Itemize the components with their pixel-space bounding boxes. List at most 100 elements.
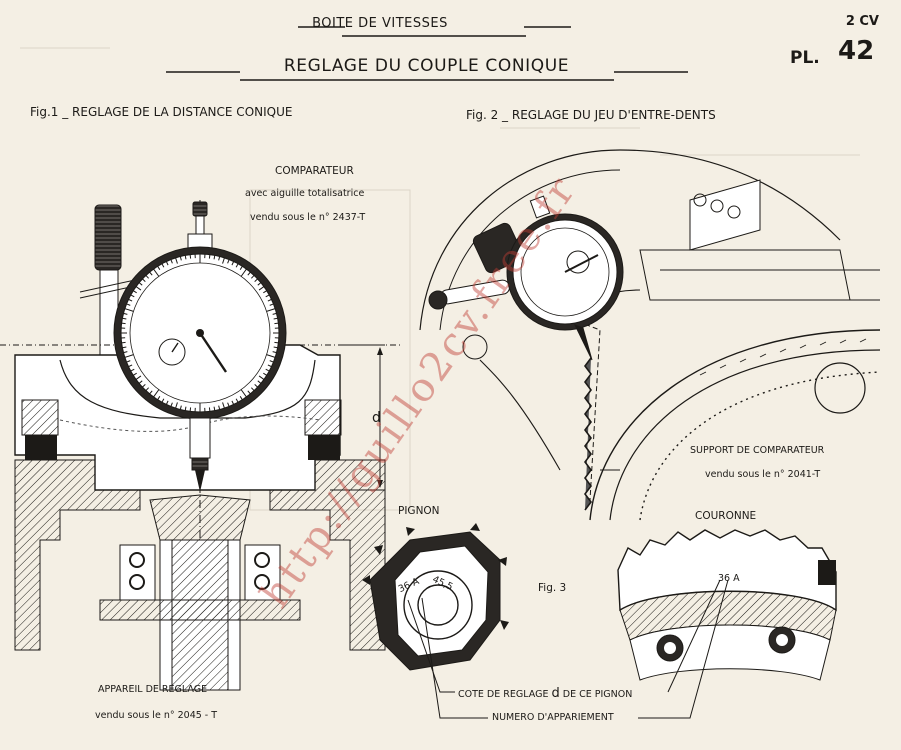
dial-tick (133, 372, 137, 376)
dial-tick (122, 346, 127, 349)
dial-tick (126, 303, 131, 306)
dial-tick (254, 278, 258, 283)
dial-tick (273, 346, 278, 349)
dial-tick (153, 389, 160, 398)
appareil-label: APPAREIL DE REGLAGE (98, 684, 208, 695)
dial-tick (179, 256, 182, 261)
dial-tick (208, 254, 211, 259)
dial-tick (124, 354, 134, 358)
comparateur-label: COMPARATEUR (275, 165, 354, 177)
dial-tick (184, 406, 187, 411)
cote-suffix: DE CE PIGNON (562, 689, 633, 700)
dial-tick (231, 400, 235, 405)
dial-tick (175, 402, 178, 409)
dial-tick (222, 402, 225, 409)
fig1-drawing (0, 200, 400, 691)
pignon-label: PIGNON (398, 505, 440, 517)
dial-tick (266, 308, 276, 312)
dial-tick (269, 303, 274, 306)
vehicle-model: 2 CV (845, 14, 879, 29)
dial-tick (161, 263, 165, 268)
dial-tick (189, 254, 192, 259)
dial-tick (145, 387, 150, 391)
dial-tick (124, 308, 134, 312)
dial-tick (175, 257, 178, 264)
dial-tick (128, 364, 133, 368)
dial-tick (138, 282, 143, 286)
dial-tick (250, 275, 255, 279)
cote-text: COTE DE REGLAGE (458, 689, 549, 700)
section-title: BOITE DE VITESSES (312, 16, 448, 31)
dial-tick (240, 389, 247, 398)
dial-tick (222, 257, 225, 264)
dial-tick (235, 398, 239, 403)
dial-tick (149, 390, 153, 395)
dial-tick (133, 290, 137, 294)
fig3-title: Fig. 3 (538, 582, 567, 594)
dial-tick (274, 341, 279, 344)
cote-d: d (551, 686, 560, 701)
dial-tick (157, 396, 161, 400)
dial-tick (149, 271, 153, 276)
dial-tick (121, 322, 126, 325)
comparateur-desc: avec aiguille totalisatrice (245, 188, 365, 199)
dial-tick (273, 317, 278, 320)
dial-tick (258, 286, 265, 291)
dial-tick (240, 268, 247, 277)
fig2-drawing (419, 149, 881, 521)
dial-tick (267, 364, 272, 368)
dial-tick (142, 383, 146, 388)
dial-tick (170, 402, 173, 407)
dial-tick (157, 266, 161, 270)
support-ref: vendu sous le n° 2041-T (705, 469, 821, 480)
header-rules (166, 26, 688, 81)
dial-tick (142, 278, 146, 283)
dial-tick (269, 360, 274, 363)
couronne-mark: 36 A (718, 573, 740, 584)
dial-tick (130, 294, 135, 298)
plate-label: PL. (790, 48, 820, 68)
fig2-title: Fig. 2 _ REGLAGE DU JEU D'ENTRE-DENTS (466, 108, 716, 122)
appareil-ref: vendu sous le n° 2045 - T (95, 710, 218, 721)
dial-tick (189, 407, 192, 412)
fig3-drawing (362, 523, 837, 719)
dial-tick (170, 259, 173, 264)
support-label: SUPPORT DE COMPARATEUR (690, 445, 825, 456)
dial-tick (227, 402, 230, 407)
dial-tick (126, 360, 131, 363)
cote-label: COTE DE REGLAGE d DE CE PIGNON (458, 686, 632, 701)
dial-tick (218, 405, 221, 410)
dial-tick (184, 255, 187, 260)
dial-tick (239, 266, 243, 270)
dial-tick (263, 372, 267, 376)
dial-tick (247, 271, 251, 276)
dial-tick (257, 380, 262, 384)
numero-label: NUMERO D'APPARIEMENT (492, 712, 614, 723)
dial-tick (179, 405, 182, 410)
couronne-label: COURONNE (695, 510, 757, 522)
dial-tick (122, 317, 127, 320)
dial-tick (265, 294, 270, 298)
dial-tick (213, 255, 216, 260)
comparateur-ref: vendu sous le n° 2437-T (250, 212, 366, 223)
dial-tick (272, 351, 277, 354)
dial-tick (274, 322, 279, 325)
dial-tick (265, 368, 270, 372)
fig1-title: Fig.1 _ REGLAGE DE LA DISTANCE CONIQUE (30, 105, 293, 119)
dial-tick (208, 407, 211, 412)
dial-tick (267, 298, 272, 302)
dial-tick (213, 406, 216, 411)
dial-tick (130, 368, 135, 372)
dial-tick (257, 282, 262, 286)
dial-tick (165, 261, 169, 266)
plate-number: 42 (838, 36, 875, 66)
dial-tick (266, 354, 276, 358)
dial-tick (165, 400, 169, 405)
dial-tick (145, 275, 150, 279)
dial-tick (231, 261, 235, 266)
dial-tick (258, 375, 265, 380)
dial-tick (239, 396, 243, 400)
dial-tick (250, 387, 255, 391)
